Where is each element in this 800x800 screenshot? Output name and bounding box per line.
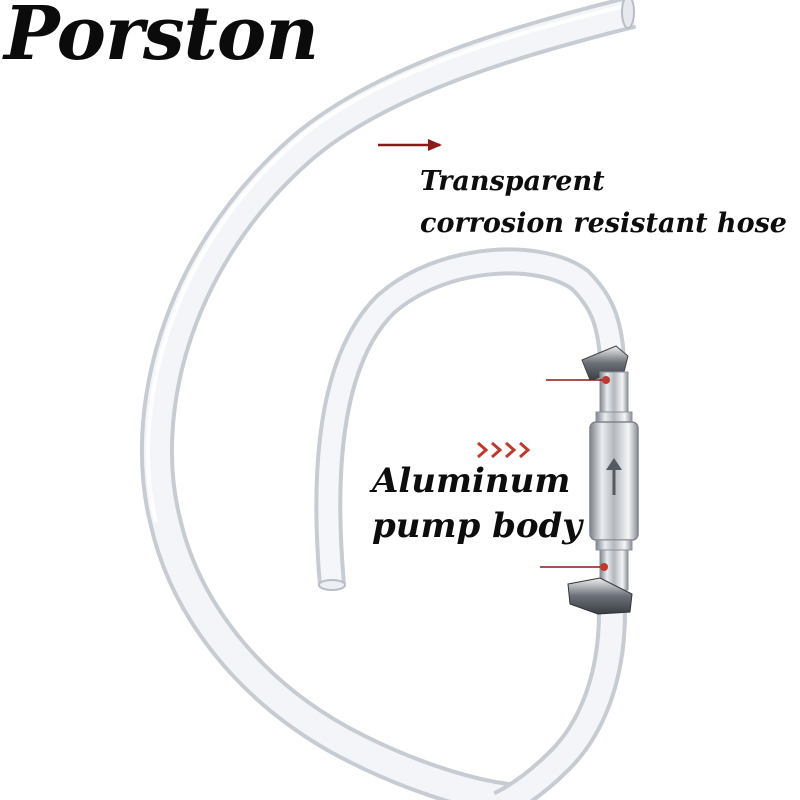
hose-callout-line1: Transparent bbox=[420, 166, 605, 197]
outer-hose bbox=[140, 0, 637, 800]
lower-hose bbox=[493, 611, 627, 800]
pump-assembly bbox=[567, 345, 639, 615]
brand-logo-text: Porston bbox=[4, 0, 319, 77]
upper-fitting-pointer bbox=[546, 376, 610, 384]
pump-callout-line1: Aluminum bbox=[372, 461, 571, 501]
pump-chevron-arrows bbox=[477, 441, 531, 459]
hose-pointer-arrow bbox=[378, 139, 442, 151]
inner-hose bbox=[314, 247, 626, 591]
lower-fitting-pointer bbox=[540, 563, 608, 571]
hose-callout-line2: corrosion resistant hose bbox=[420, 208, 787, 239]
pump-callout-line2: pump body bbox=[372, 506, 583, 546]
